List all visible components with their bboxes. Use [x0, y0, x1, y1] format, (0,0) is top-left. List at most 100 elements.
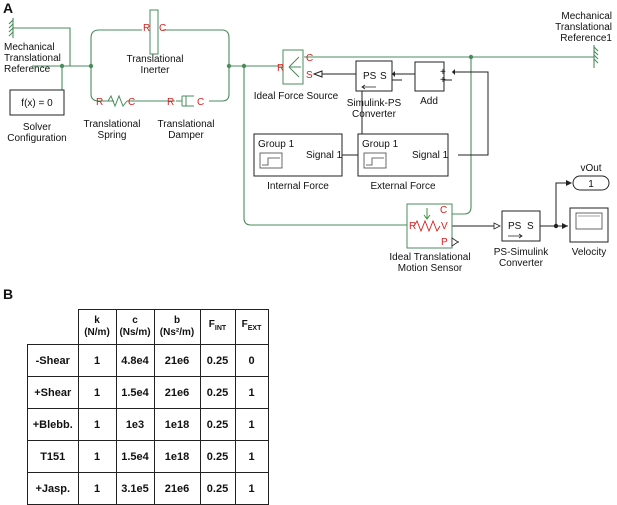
- header-b-main: b: [173, 315, 181, 326]
- spring-block[interactable]: R C Translational Spring: [84, 94, 141, 141]
- ps-sl-converter-block[interactable]: PS S PS-Simulink Converter: [494, 210, 549, 269]
- damper-port-r: R: [167, 97, 174, 108]
- header-b: b (Ns²/m): [153, 309, 201, 345]
- cell-c: 1.5e4: [115, 376, 155, 409]
- force-arrow-icon: [288, 56, 301, 78]
- spring-port-c: C: [128, 97, 135, 108]
- cell-fext: 1: [234, 472, 269, 505]
- spring-label-1: Translational: [84, 119, 141, 130]
- cell-k: 1: [77, 408, 117, 441]
- sensor-port-v: V: [441, 221, 448, 232]
- vout-number: 1: [588, 179, 594, 190]
- internal-force-block[interactable]: Group 1 Signal 1 Internal Force: [253, 133, 343, 192]
- mech-ref-label-1: Mechanical: [4, 42, 55, 53]
- mech-ref1-label-1: Mechanical: [561, 11, 612, 22]
- sensor-port-p: P: [441, 237, 448, 248]
- sl-ps-label-1: Simulink-PS: [347, 98, 402, 109]
- solver-config-block[interactable]: f(x) = 0 Solver Configuration: [7, 89, 67, 144]
- internal-force-label: Internal Force: [267, 181, 329, 192]
- sensor-arrow-icon: [423, 208, 431, 220]
- spring-port-r: R: [96, 97, 103, 108]
- solver-label-1: Solver: [23, 122, 52, 133]
- cell-b: 21e6: [153, 344, 201, 377]
- inerter-port-c: C: [159, 23, 166, 34]
- ps-sl-text-s: S: [527, 221, 534, 232]
- external-force-label: External Force: [370, 181, 435, 192]
- sensor-label-2: Motion Sensor: [398, 263, 463, 274]
- panel-a-letter: A: [3, 0, 13, 16]
- sl-ps-converter-block[interactable]: PS S Simulink-PS Converter: [347, 60, 402, 120]
- vout-outport-block[interactable]: vOut 1: [572, 163, 610, 191]
- cell-fint: 0.25: [199, 376, 236, 409]
- mech-ref-label-3: Reference: [4, 64, 51, 75]
- cell-fint: 0.25: [199, 408, 236, 441]
- force-source-label: Ideal Force Source: [254, 91, 339, 102]
- table-header-row: k (N/m) c (Ns/m) b (Ns²/m) FINT FEXT: [27, 309, 269, 345]
- add-sign-1: +: [440, 67, 446, 78]
- damper-port-c: C: [197, 97, 204, 108]
- header-k-unit: (N/m): [84, 327, 110, 338]
- mech-ref1-label-2: Translational: [555, 22, 612, 33]
- internal-signal-text: Signal 1: [306, 150, 343, 161]
- signal-builder-icon: [262, 157, 280, 166]
- external-force-block[interactable]: Group 1 Signal 1 External Force: [357, 133, 449, 192]
- inerter-label-1: Translational: [127, 54, 184, 65]
- mech-ref1-block[interactable]: Mechanical Translational Reference1: [555, 11, 612, 68]
- sensor-port-r: R: [409, 221, 416, 232]
- header-fint-main: F: [208, 319, 215, 330]
- add-label: Add: [420, 96, 438, 107]
- inerter-label-2: Inerter: [141, 65, 171, 76]
- inerter-block[interactable]: R C Translational Inerter: [127, 9, 184, 76]
- sl-ps-text-s: S: [380, 71, 387, 82]
- force-port-c: C: [306, 53, 313, 64]
- scope-block[interactable]: Velocity: [569, 207, 609, 258]
- damper-label-1: Translational: [158, 119, 215, 130]
- table-corner: [27, 309, 79, 345]
- row-condition: +Shear: [27, 376, 79, 409]
- internal-group-text: Group 1: [258, 139, 295, 150]
- external-group-text: Group 1: [362, 139, 399, 150]
- header-fext: FEXT: [234, 309, 269, 345]
- cell-k: 1: [77, 472, 117, 505]
- ps-sl-text-ps: PS: [508, 221, 522, 232]
- cell-k: 1: [77, 344, 117, 377]
- simulink-diagram: A: [3, 0, 612, 274]
- cell-fint: 0.25: [199, 472, 236, 505]
- cell-b: 21e6: [153, 376, 201, 409]
- mech-ref-label-2: Translational: [4, 53, 61, 64]
- ps-sl-label-2: Converter: [499, 258, 544, 269]
- table-row: +Blebb. 1 1e3 1e18 0.25 1: [27, 408, 269, 441]
- cell-fint: 0.25: [199, 440, 236, 473]
- header-c: c (Ns/m): [115, 309, 155, 345]
- damper-block[interactable]: R C Translational Damper: [158, 95, 215, 141]
- force-source-block[interactable]: R C S Ideal Force Source: [254, 49, 339, 102]
- cell-k: 1: [77, 376, 117, 409]
- parameter-table: k (N/m) c (Ns/m) b (Ns²/m) FINT FEXT -Sh…: [27, 309, 269, 505]
- ps-sl-label-1: PS-Simulink: [494, 247, 549, 258]
- junction-dots: [59, 54, 474, 69]
- add-block[interactable]: + + Add: [414, 61, 446, 107]
- mech-ref1-label-3: Reference1: [560, 33, 612, 44]
- sl-ps-text-ps: PS: [363, 71, 377, 82]
- row-condition: +Jasp.: [27, 472, 79, 505]
- header-c-main: c: [132, 315, 138, 326]
- sensor-label-1: Ideal Translational: [389, 252, 470, 263]
- cell-fint: 0.25: [199, 344, 236, 377]
- cell-fext: 1: [234, 408, 269, 441]
- cell-c: 3.1e5: [115, 472, 155, 505]
- arrow-right-icon: [508, 233, 523, 239]
- damper-icon: [176, 95, 194, 107]
- inerter-port-r: R: [143, 23, 150, 34]
- header-fext-sub: EXT: [247, 325, 262, 332]
- table-row: -Shear 1 4.8e4 21e6 0.25 0: [27, 344, 269, 377]
- header-c-unit: (Ns/m): [119, 327, 151, 338]
- panel-b-letter: B: [3, 286, 14, 302]
- cell-fext: 0: [234, 344, 269, 377]
- cell-b: 1e18: [153, 408, 201, 441]
- motion-sensor-block[interactable]: R C V P Ideal Translational Motion Senso…: [389, 203, 471, 274]
- cell-k: 1: [77, 440, 117, 473]
- mech-ref-block[interactable]: Mechanical Translational Reference: [4, 18, 61, 75]
- spring-label-2: Spring: [98, 130, 127, 141]
- header-k: k (N/m): [77, 309, 117, 345]
- table-row: T151 1 1.5e4 1e18 0.25 1: [27, 440, 269, 473]
